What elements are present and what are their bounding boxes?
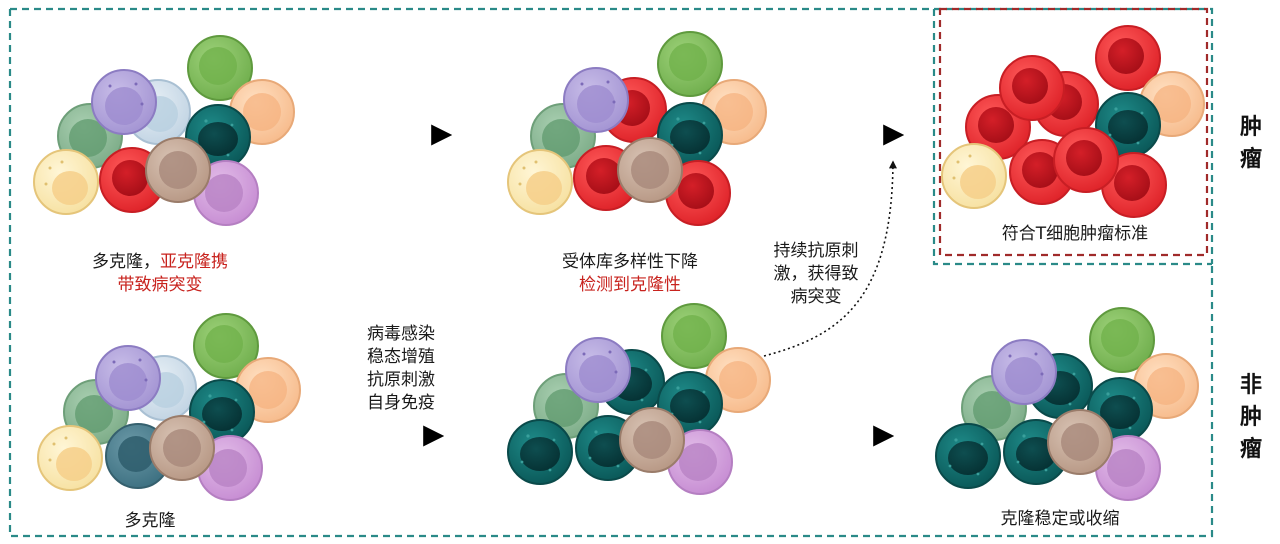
label-top-right: 符合T细胞肿瘤标准: [1001, 224, 1149, 244]
side-tumor-char-2: 瘤: [1239, 147, 1262, 172]
side-label-tumor: 肿 瘤: [1236, 112, 1266, 176]
side-non-tumor-char-2: 肿: [1239, 405, 1262, 430]
cluster-top-left: [33, 35, 295, 226]
label-top-left-line1-red: 亚克隆携: [160, 252, 228, 272]
label-bottom-right: 克隆稳定或收缩: [1000, 509, 1120, 529]
label-transformation-1: 持续抗原刺: [773, 241, 859, 261]
tumor-region-border-right: [934, 7, 1214, 264]
label-trigger-3: 抗原刺激: [367, 370, 435, 390]
label-top-left: 多克隆，亚克隆携 带致病突变: [60, 251, 260, 297]
label-top-left-line1: 多克隆，: [92, 252, 160, 272]
tumor-region-border: [10, 7, 1212, 266]
label-trigger-1: 病毒感染: [367, 324, 435, 344]
label-top-middle-line2-red: 检测到克隆性: [579, 275, 681, 295]
cluster-bottom-right: [935, 307, 1199, 501]
label-transformation: 持续抗原刺 激，获得致 病突变: [756, 240, 876, 309]
side-non-tumor-char-1: 非: [1239, 373, 1262, 398]
label-transformation-3: 病突变: [790, 287, 842, 307]
label-bottom-left: 多克隆: [124, 511, 176, 531]
side-tumor-char-1: 肿: [1239, 115, 1262, 140]
cluster-bottom-middle: [507, 303, 771, 495]
cluster-top-right: [941, 25, 1205, 218]
tumor-region-border-left: [8, 9, 1214, 538]
label-top-middle-line1: 受体库多样性下降: [562, 252, 698, 272]
label-transformation-2: 激，获得致: [773, 264, 859, 284]
label-top-middle: 受体库多样性下降 检测到克隆性: [530, 251, 730, 297]
label-trigger-2: 稳态增殖: [367, 347, 435, 367]
label-top-left-line2-red: 带致病突变: [117, 275, 203, 295]
tumor-criteria-box: [938, 7, 1209, 257]
cluster-top-middle: [507, 31, 767, 226]
side-label-non-tumor: 非 肿 瘤: [1236, 370, 1266, 466]
side-non-tumor-char-3: 瘤: [1239, 437, 1262, 462]
label-trigger-4: 自身免疫: [367, 393, 435, 413]
label-triggers: 病毒感染 稳态增殖 抗原刺激 自身免疫: [346, 323, 456, 415]
cluster-bottom-left: [37, 313, 301, 501]
